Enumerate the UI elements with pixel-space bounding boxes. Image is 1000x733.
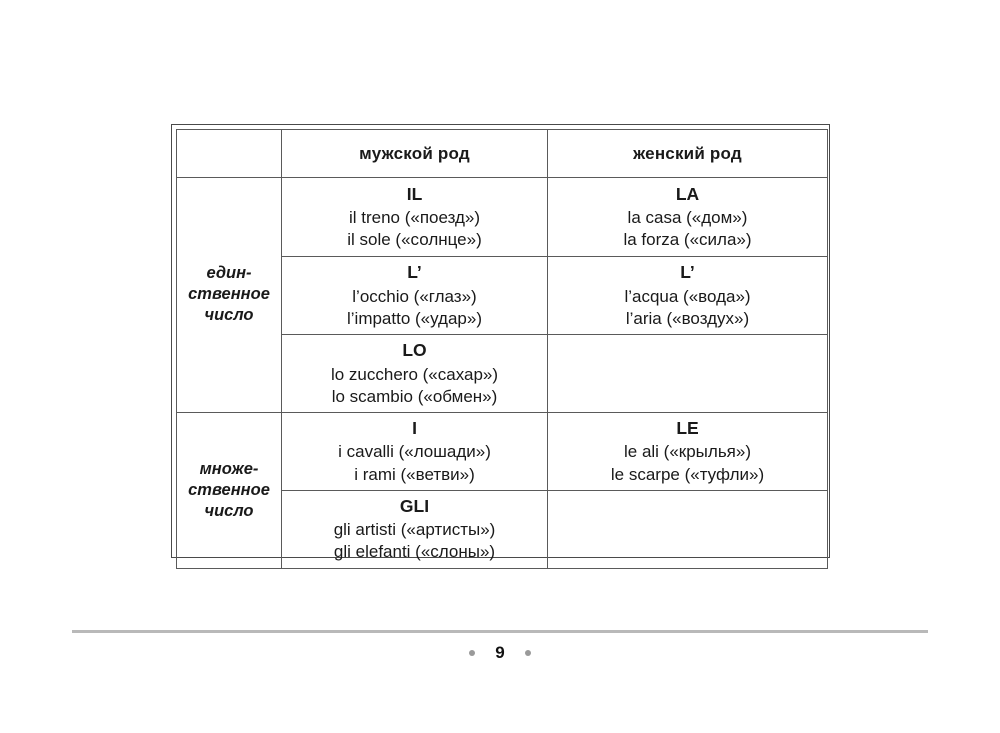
example-line: gli artisti («артисты») (333, 520, 496, 540)
example-line: la forza («сила») (623, 230, 752, 250)
row-label-singular: един- ственное число (176, 177, 282, 413)
table-row: L’ l’occhio («глаз») l’impatto («удар») … (177, 256, 828, 335)
row-label-line: ственное (188, 480, 270, 499)
row-label-line: число (204, 306, 254, 325)
example-line: le ali («крылья») (623, 442, 751, 462)
example-line: l’occhio («глаз») (352, 286, 477, 306)
row-label-line: един- (206, 264, 252, 283)
row-label-line: ственное (188, 285, 270, 304)
article-label: L’ (680, 262, 695, 282)
pager-dot-right-icon (524, 649, 531, 656)
article-label: L’ (407, 262, 422, 282)
article-label: IL (406, 183, 423, 204)
article-label: LA (675, 183, 700, 204)
page-number: 9 (495, 643, 505, 662)
table-row: LO lo zucchero («сахар») lo scambio («об… (177, 333, 828, 413)
column-header-feminine: женский род (547, 129, 828, 178)
table-row: множе- ственное число I i cavalli («лоша… (176, 411, 828, 569)
article-label: I (412, 417, 417, 438)
cell-masculine-gli: GLI gli artisti («артисты») gli elefanti… (281, 489, 548, 569)
italian-articles-table: мужской род женский род един- ственное ч… (176, 129, 828, 569)
row-label-plural: множе- ственное число (176, 411, 282, 569)
example-line: i cavalli («лошади») (338, 442, 491, 462)
example-line: l’impatto («удар») (346, 308, 483, 328)
example-line: la casa («дом») (627, 208, 748, 228)
cell-feminine-empty-gli (547, 489, 828, 569)
example-line: i rami («ветви») (354, 464, 475, 484)
cell-masculine-i: I i cavalli («лошади») i rami («ветви») (281, 411, 548, 491)
example-line: il treno («поезд») (348, 208, 481, 228)
table-row: GLI gli artisti («артисты») gli elefanti… (177, 489, 828, 569)
table-corner-cell (176, 129, 282, 178)
cell-masculine-lapostrophe: L’ l’occhio («глаз») l’impatto («удар») (281, 256, 548, 335)
cell-masculine-il: IL il treno («поезд») il sole («солнце») (281, 177, 548, 257)
cell-feminine-lapostrophe: L’ l’acqua («вода») l’aria («воздух») (547, 256, 828, 335)
example-line: il sole («солнце») (347, 230, 482, 250)
pager-dot-left-icon (469, 649, 476, 656)
article-label: LO (402, 339, 427, 360)
column-header-masculine: мужской род (281, 129, 548, 178)
row-label-line: множе- (199, 459, 259, 478)
example-line: gli elefanti («слоны») (333, 542, 496, 562)
example-line: l’aria («воздух») (625, 308, 750, 328)
cell-feminine-la: LA la casa («дом») la forza («сила») (547, 177, 828, 257)
articles-table-frame: мужской род женский род един- ственное ч… (171, 124, 830, 569)
row-label-line: число (204, 501, 254, 520)
footer-divider-rule (72, 630, 928, 633)
article-label: LE (676, 417, 699, 438)
example-line: l’acqua («вода») (624, 286, 751, 306)
table-header-row: мужской род женский род (176, 129, 828, 178)
example-line: lo zucchero («сахар») (330, 364, 499, 384)
example-line: lo scambio («обмен») (331, 386, 498, 406)
page-number-group: 9 (0, 644, 1000, 661)
table-row: един- ственное число IL il treno («поезд… (176, 177, 828, 413)
example-line: le scarpe («туфли») (610, 464, 765, 484)
cell-feminine-le: LE le ali («крылья») le scarpe («туфли») (547, 411, 828, 491)
article-label: GLI (399, 495, 430, 516)
cell-feminine-empty-lo (547, 333, 828, 413)
cell-masculine-lo: LO lo zucchero («сахар») lo scambio («об… (281, 333, 548, 413)
